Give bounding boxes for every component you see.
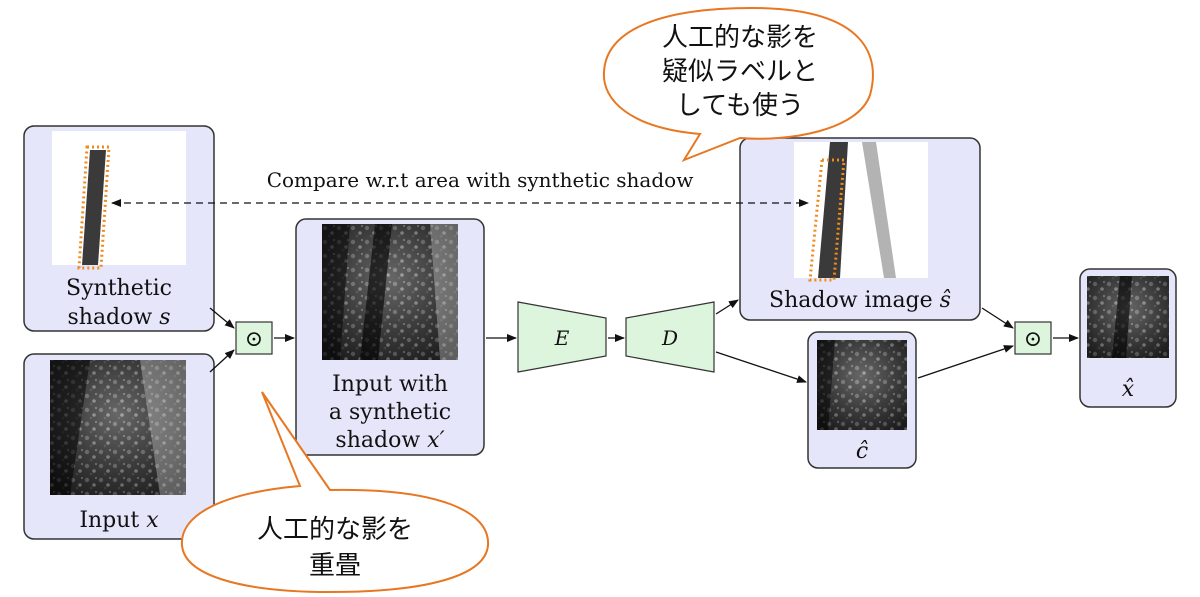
shadow-image-estimate bbox=[794, 142, 928, 282]
c-hat-image bbox=[817, 340, 907, 430]
c-hat-label: ĉ bbox=[856, 439, 868, 464]
x-hat-label: x̂ bbox=[1122, 377, 1135, 402]
callout-top: 人工的な影を 疑似ラベルと しても使う bbox=[602, 6, 874, 163]
input-ultrasound-image bbox=[50, 360, 186, 495]
synthetic-shadow-image bbox=[52, 131, 186, 270]
compare-label: Compare w.r.t area with synthetic shadow bbox=[267, 168, 694, 192]
multiply-symbol-right: ⊙ bbox=[1024, 327, 1042, 352]
encoder-label: E bbox=[554, 326, 570, 350]
multiply-node-left bbox=[235, 321, 273, 355]
flow-arrows bbox=[209, 299, 1079, 383]
callout-bottom-line1: 人工的な影を bbox=[257, 515, 413, 545]
decoder-block bbox=[625, 301, 715, 373]
callout-bottom-line2: 重畳 bbox=[309, 551, 361, 581]
shadow-image-label: Shadow image ŝ bbox=[769, 288, 951, 313]
callout-bottom: 人工的な影を 重畳 bbox=[180, 391, 490, 594]
encoder-block bbox=[517, 301, 607, 373]
input-with-shadow-line1: Input with bbox=[332, 372, 448, 397]
decoder-label: D bbox=[661, 326, 678, 350]
synthetic-shadow-label-line1: Synthetic bbox=[66, 276, 172, 301]
x-hat-image bbox=[1087, 276, 1169, 358]
input-with-shadow-line3: shadow x′ bbox=[335, 428, 444, 453]
input-with-shadow-line2: a synthetic bbox=[329, 400, 451, 425]
input-with-shadow-image bbox=[322, 224, 458, 360]
callout-top-line3: しても使う bbox=[676, 91, 804, 121]
callout-top-line1: 人工的な影を bbox=[662, 23, 818, 53]
input-label: Input x bbox=[79, 508, 159, 533]
multiply-symbol-left: ⊙ bbox=[245, 327, 263, 352]
multiply-node-right bbox=[1014, 321, 1052, 355]
callout-top-line2: 疑似ラベルと bbox=[662, 57, 818, 87]
synthetic-shadow-label-line2: shadow s bbox=[67, 305, 170, 330]
